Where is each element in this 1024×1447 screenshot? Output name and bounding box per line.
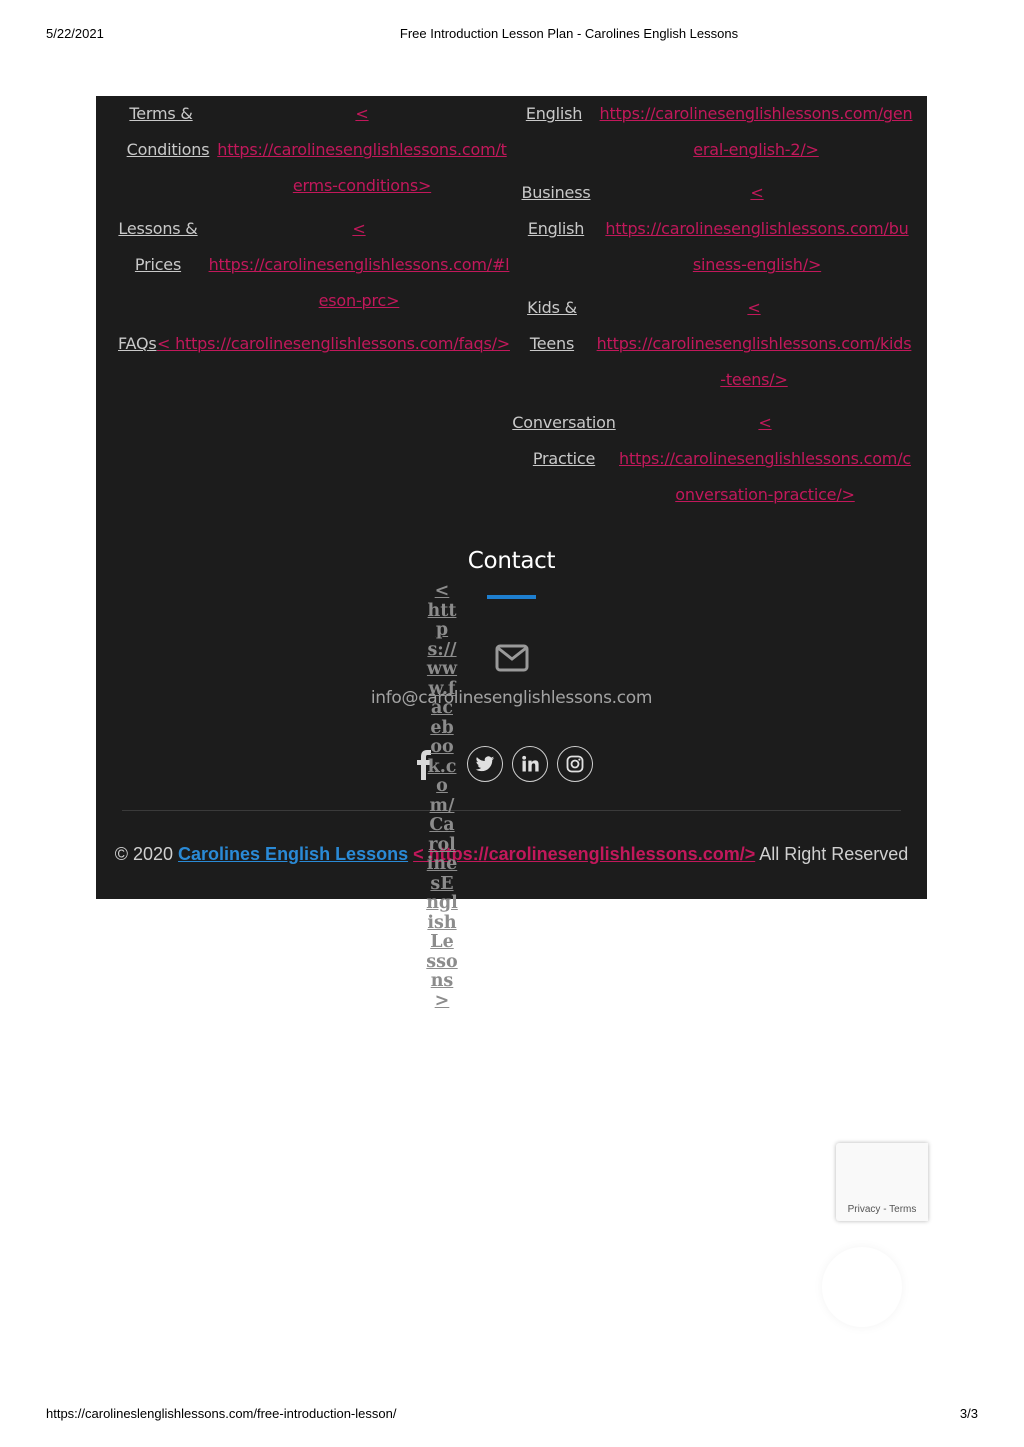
url-line: https://carolinesenglishlessons.com/#l <box>208 255 510 274</box>
url-line: https://carolinesenglishlessons.com/bu <box>605 219 909 238</box>
url-line: https://carolinesenglishlessons.com/c <box>619 449 911 468</box>
link-business-url[interactable]: < https://carolinesenglishlessons.com/bu… <box>601 175 913 283</box>
url-line: < <box>747 298 761 317</box>
url-line: siness-english/> <box>692 255 822 274</box>
link-lessons-label[interactable]: Lessons & Prices <box>110 211 206 283</box>
instagram-icon <box>566 755 584 773</box>
footer-divider <box>122 810 901 811</box>
url-line: erms-conditions> <box>292 176 432 195</box>
url-line: https://carolinesenglishlessons.com/gen <box>599 104 913 123</box>
url-line: < <box>355 104 369 123</box>
copyright-suffix: All Right Reserved <box>759 844 909 864</box>
url-line: https://carolinesenglishlessons.com/t <box>217 140 507 159</box>
print-url: https://carolineslenglishlessons.com/fre… <box>46 1406 397 1421</box>
instagram-button[interactable] <box>557 746 593 782</box>
link-conversation-url[interactable]: < https://carolinesenglishlessons.com/c … <box>614 405 916 513</box>
loading-spinner-ghost <box>822 1247 902 1327</box>
link-conversation-label[interactable]: Conversation Practice <box>508 405 620 477</box>
label-line: Teens <box>529 334 575 353</box>
brand-url-link[interactable]: < https://carolinesenglishlessons.com/> <box>413 844 756 864</box>
twitter-icon <box>475 756 495 772</box>
label-line: Practice <box>532 449 596 468</box>
label-line: Terms & <box>129 104 193 123</box>
recaptcha-badge[interactable]: Privacy - Terms <box>836 1143 928 1221</box>
link-terms-label-2[interactable]: Conditions <box>110 132 226 168</box>
link-kids-label[interactable]: Kids & Teens <box>520 290 584 362</box>
link-terms-url[interactable]: < https://carolinesenglishlessons.com/t … <box>208 96 516 204</box>
label-line: Prices <box>134 255 182 274</box>
link-lessons-url[interactable]: < https://carolinesenglishlessons.com/#l… <box>204 211 514 319</box>
linkedin-button[interactable] <box>512 746 548 782</box>
twitter-button[interactable] <box>467 746 503 782</box>
recaptcha-separator: - <box>880 1204 890 1215</box>
label-line: English <box>527 219 585 238</box>
contact-underline <box>487 595 536 599</box>
url-line: eral-english-2/> <box>693 140 819 159</box>
print-page-number: 3/3 <box>959 1406 978 1421</box>
facebook-icon[interactable] <box>415 750 433 780</box>
link-faqs-url[interactable]: < https://carolinesenglishlessons.com/fa… <box>157 334 510 353</box>
link-faqs-label[interactable]: FAQs <box>118 334 157 353</box>
link-general-english-url[interactable]: https://carolinesenglishlessons.com/gen … <box>594 96 918 168</box>
envelope-icon <box>495 644 529 672</box>
url-line: < <box>352 219 366 238</box>
url-line: https://carolinesenglishlessons.com/kids <box>596 334 912 353</box>
contact-heading: Contact <box>467 548 556 574</box>
footer-links-panel: Terms & Conditions < https://carolinesen… <box>96 96 927 899</box>
link-terms-label[interactable]: Terms & <box>124 96 198 132</box>
label-line: Lessons & <box>118 219 198 238</box>
url-line: -teens/> <box>720 370 788 389</box>
contact-email[interactable]: info@carolinesenglishlessons.com <box>370 688 653 708</box>
link-english-label[interactable]: English <box>525 104 583 123</box>
label-line: Conditions <box>126 140 210 159</box>
label-line: Conversation <box>512 413 616 432</box>
url-line: < <box>750 183 764 202</box>
link-business-label[interactable]: Business English <box>516 175 596 247</box>
print-title: Free Introduction Lesson Plan - Caroline… <box>399 26 739 41</box>
facebook-url-link[interactable]: < https://www.facebook.com/CarolinesEngl… <box>426 581 458 1011</box>
linkedin-icon <box>522 755 539 772</box>
url-line: eson-prc> <box>318 291 400 310</box>
recaptcha-privacy-link[interactable]: Privacy <box>847 1204 881 1215</box>
copyright-line: © 2020 Carolines English Lessons < https… <box>96 844 927 865</box>
brand-link[interactable]: Carolines English Lessons <box>178 844 409 864</box>
url-line: onversation-practice/> <box>675 485 855 504</box>
recaptcha-links: Privacy - Terms <box>836 1204 928 1215</box>
label-line: Kids & <box>527 298 577 317</box>
copyright-prefix: © 2020 <box>114 844 174 864</box>
label-line: Business <box>521 183 591 202</box>
recaptcha-terms-link[interactable]: Terms <box>889 1204 917 1215</box>
url-line: < <box>758 413 772 432</box>
print-date: 5/22/2021 <box>46 26 104 41</box>
link-kids-url[interactable]: < https://carolinesenglishlessons.com/ki… <box>592 290 916 398</box>
